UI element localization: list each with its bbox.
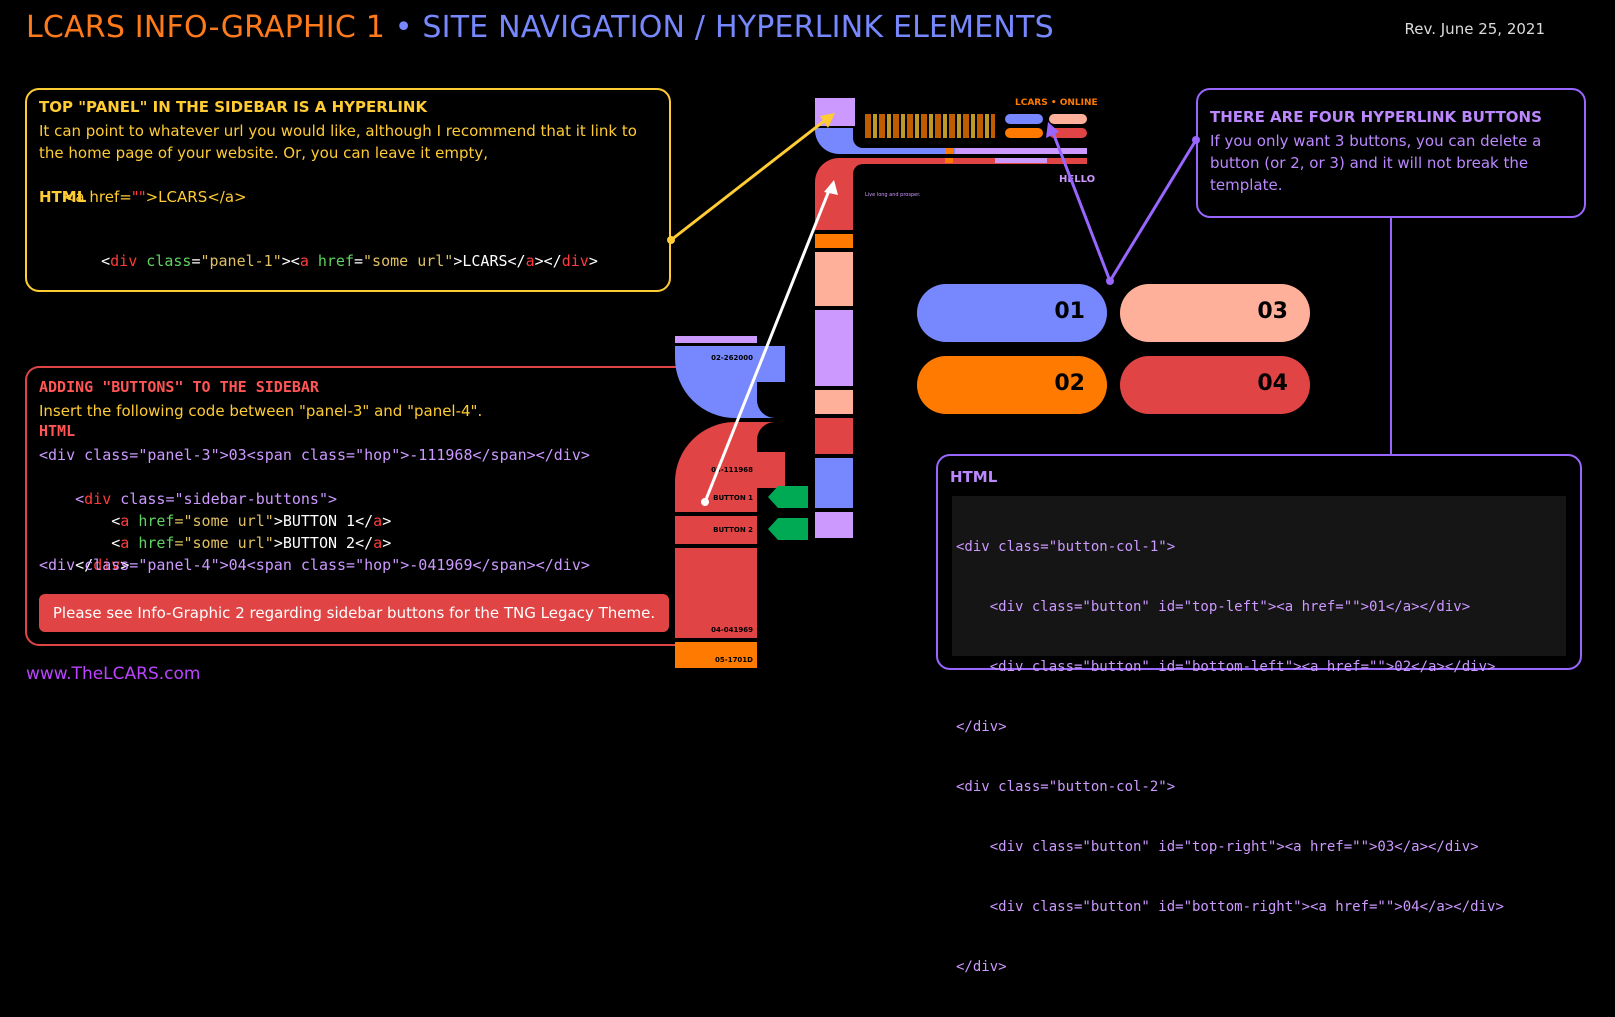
code-line-panel-3: <div class="panel-3">03<span class="hop"… [39,446,590,464]
mini-bottom-bar-2 [995,158,1047,163]
html-label: HTML [39,422,76,440]
top-panel-callout: TOP "PANEL" IN THE SIDEBAR IS A HYPERLIN… [25,88,671,292]
arrow-icon [768,486,808,540]
sidebar-top-bar [675,336,757,343]
code-line: <div class="button-col-2"> [956,779,1176,795]
mini-panel-orange [815,234,853,248]
code-line-button-1: <a href="some url">BUTTON 1</a> [75,512,392,530]
title-part-a: LCARS INFO-GRAPHIC 1 [26,10,385,45]
example-pre: <a href= [58,188,132,206]
code-block [952,496,1566,656]
connector-lines [667,113,1200,506]
mini-button-03[interactable] [1049,114,1087,124]
title-bullet: • [394,10,413,45]
panel-1-code: <div class="panel-1"><a href="some url">… [101,252,598,270]
mini-panel-lavender [815,310,853,386]
html-label: HTML [39,188,87,206]
code-line-sidebar-buttons: <div class="sidebar-buttons"> [75,490,338,508]
code-line-close-div: </div> [75,556,130,574]
mini-hello: HELLO [1059,174,1096,185]
sidebar-elbow-cut [757,382,785,418]
callout-line-1: If you only want 3 buttons, you can dele… [1210,132,1542,150]
sidebar-button-2[interactable]: BUTTON 2 [675,516,757,544]
title-part-b: SITE NAVIGATION / HYPERLINK ELEMENTS [422,10,1054,45]
callout-line-2: button (or 2, or 3) and it will not brea… [1210,154,1529,172]
mini-top-bar-accent [945,148,953,154]
mini-tagline: Live long and prosper. [865,192,921,198]
sidebar-panel-5: 05-1701D [675,642,757,668]
sidebar-button-1[interactable]: BUTTON 1 [675,484,757,512]
callout-heading: THERE ARE FOUR HYPERLINK BUTTONS [1210,108,1542,126]
callout-example: <a href="">LCARS</a> [39,164,247,230]
sidebar-elbow-cut-2 [757,422,785,452]
sidebar-buttons-callout: ADDING "BUTTONS" TO THE SIDEBAR Insert t… [25,366,697,646]
button-01[interactable]: 01 [917,284,1107,342]
mini-top-bar [955,148,1087,154]
connector-vertical-line [1390,218,1392,454]
callout-line-1: It can point to whatever url you would l… [39,122,637,140]
code-line: <div class="button" id="bottom-left"><a … [956,659,1496,675]
mini-panel-red-2 [815,418,853,454]
button-02[interactable]: 02 [917,356,1107,414]
mini-bottom-bar [945,158,953,163]
callout-instruction: Insert the following code between "panel… [39,402,483,420]
mini-site-mock: LCARS • ONLINE HELLO Live long and prosp… [815,96,1098,541]
sidebar-panel-4: 04-041969 [675,548,757,638]
mini-panel-peach [815,252,853,306]
page-title: LCARS INFO-GRAPHIC 1 • SITE NAVIGATION /… [26,10,1054,45]
code-line: </div> [956,959,1007,975]
mini-data-cascade [865,114,995,138]
button-04[interactable]: 04 [1120,356,1310,414]
mini-panel-blue [815,458,853,508]
example-quotes: "" [131,188,146,206]
mini-button-02[interactable] [1005,128,1043,138]
example-post: >LCARS</a> [145,188,247,206]
sidebar-mock: 02-262000 03-111968 BUTTON 1 BUTTON 2 04… [675,336,785,676]
callout-line-3: template. [1210,176,1283,194]
sidebar-panel-label: 03-111968 [711,466,753,474]
html-label: HTML [950,468,998,486]
notice-banner: Please see Info-Graphic 2 regarding side… [39,594,669,632]
site-url-link[interactable]: www.TheLCARS.com [26,664,201,684]
four-buttons-callout: THERE ARE FOUR HYPERLINK BUTTONS If you … [1196,88,1586,218]
mini-online-label: LCARS • ONLINE [1015,98,1098,108]
code-line: <div class="button" id="bottom-right"><a… [956,899,1504,915]
callout-heading: ADDING "BUTTONS" TO THE SIDEBAR [39,378,319,396]
mini-elbow-cut-2 [853,164,1087,182]
notice-text: Please see Info-Graphic 2 regarding side… [52,604,656,622]
callout-heading: TOP "PANEL" IN THE SIDEBAR IS A HYPERLIN… [39,98,428,116]
code-line: <div class="button" id="top-left"><a hre… [956,599,1471,615]
code-line-panel-4: <div class="panel-4">04<span class="hop"… [39,556,590,574]
mini-panel-peach-2 [815,390,853,414]
sidebar-panel-label: 02-262000 [711,354,753,362]
code-line-button-2: <a href="some url">BUTTON 2</a> [75,534,392,552]
code-line: </div> [956,719,1007,735]
callout-line-2: the home page of your website. Or, you c… [39,144,488,162]
mini-panel-lavender-2 [815,512,853,538]
mini-button-04[interactable] [1049,128,1087,138]
code-line: <div class="button" id="top-right"><a hr… [956,839,1479,855]
mini-button-01[interactable] [1005,114,1043,124]
code-line: <div class="button-col-1"> [956,539,1176,555]
revision-date: Rev. June 25, 2021 [1404,20,1545,38]
button-03[interactable]: 03 [1120,284,1310,342]
